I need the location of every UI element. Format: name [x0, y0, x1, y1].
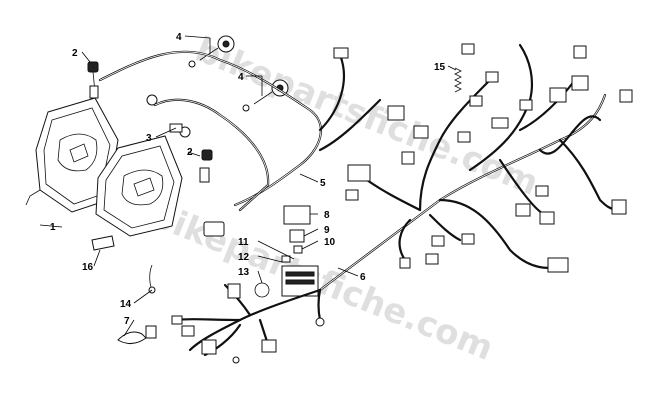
callout-7: 7 — [124, 316, 130, 327]
callout-4a: 4 — [176, 32, 182, 43]
callout-16: 16 — [82, 262, 94, 273]
headlight-bracket[interactable] — [91, 235, 115, 251]
callout-3: 3 — [146, 133, 152, 144]
callout-2b: 2 — [187, 147, 193, 158]
relay-small[interactable] — [289, 229, 305, 243]
callout-11: 11 — [238, 237, 249, 248]
cable-tie[interactable] — [149, 264, 153, 291]
callout-6: 6 — [360, 272, 366, 283]
callout-15: 15 — [434, 62, 446, 73]
spring-clip[interactable] — [454, 67, 462, 93]
fuse-small[interactable] — [281, 255, 291, 263]
bulb-socket-upper[interactable] — [87, 61, 99, 99]
grommet-ring[interactable] — [254, 282, 270, 298]
callout-8: 8 — [324, 210, 330, 221]
headlight-right[interactable] — [95, 135, 183, 237]
callout-12: 12 — [238, 252, 250, 263]
callout-14: 14 — [120, 299, 132, 310]
callout-2a: 2 — [72, 48, 78, 59]
terminal-boot[interactable] — [117, 325, 157, 344]
headlight-harness[interactable] — [98, 47, 382, 237]
callout-5: 5 — [320, 178, 326, 189]
connector-group[interactable] — [171, 43, 633, 364]
relay-large[interactable] — [283, 205, 311, 225]
fuse[interactable] — [293, 245, 303, 254]
callout-9: 9 — [324, 225, 330, 236]
adjuster-knob-upper[interactable] — [188, 35, 235, 68]
bulb-socket-lower[interactable] — [199, 149, 213, 183]
callout-1: 1 — [50, 222, 56, 233]
callout-13: 13 — [238, 267, 250, 278]
callout-10: 10 — [324, 237, 336, 248]
callout-4b: 4 — [238, 72, 244, 83]
